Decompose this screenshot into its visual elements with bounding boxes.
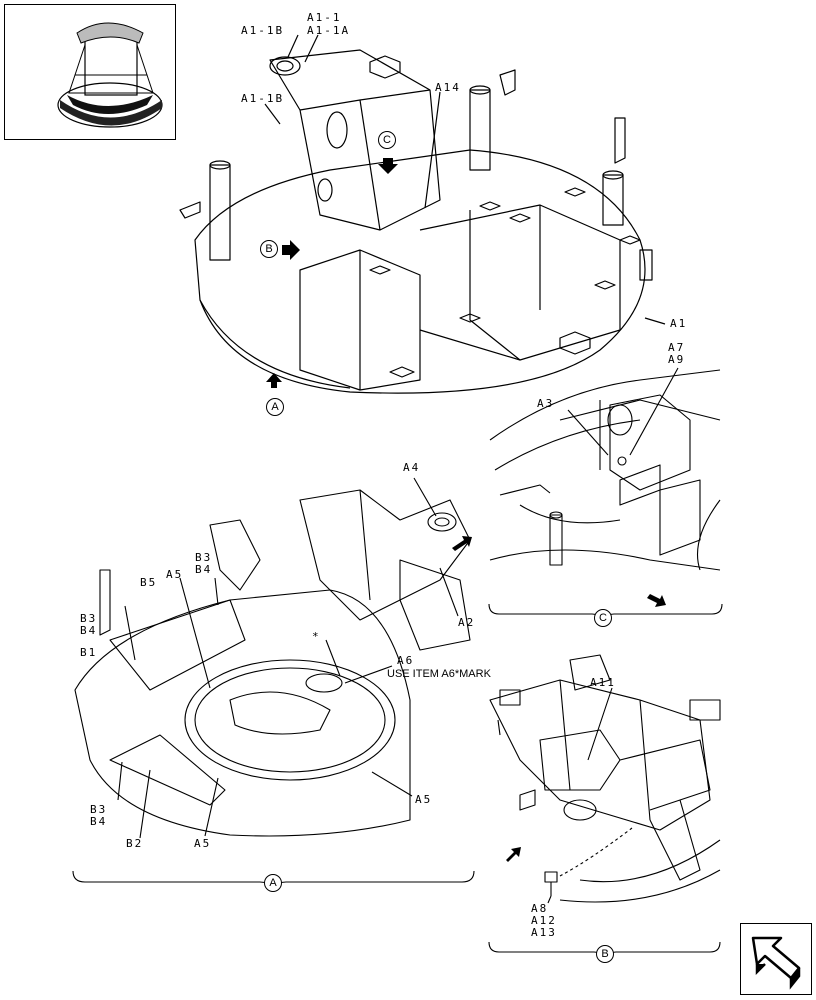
callout-b4-top: B4: [195, 563, 213, 576]
callout-a8: A8: [531, 902, 549, 915]
callout-b3-left: B3: [80, 612, 98, 625]
view-marker-c[interactable]: C: [378, 131, 396, 149]
callout-a5-bot: A5: [194, 837, 212, 850]
section-label-a: A: [264, 874, 282, 892]
callout-b4-left: B4: [80, 624, 98, 637]
callout-a1-1b-mid: A1-1B: [241, 92, 285, 105]
section-label-c: C: [594, 609, 612, 627]
callout-a5-top: A5: [166, 568, 184, 581]
callout-a6: A6: [397, 654, 415, 667]
callout-a1-1: A1-1: [307, 11, 342, 24]
callout-a2: A2: [458, 616, 476, 629]
callout-a7: A7: [668, 341, 686, 354]
callout-a1: A1: [670, 317, 688, 330]
callout-b4-bot: B4: [90, 815, 108, 828]
section-label-b: B: [596, 945, 614, 963]
machine-thumbnail[interactable]: [4, 4, 176, 140]
view-marker-b[interactable]: B: [260, 240, 278, 258]
callout-a13: A13: [531, 926, 557, 939]
callout-a5-right: A5: [415, 793, 433, 806]
machine-overview-icon: [57, 22, 163, 128]
callout-a11: A11: [590, 676, 616, 689]
callout-b2: B2: [126, 837, 144, 850]
callout-star: *: [312, 630, 321, 643]
navigation-button[interactable]: [740, 923, 812, 995]
callout-a3: A3: [537, 397, 555, 410]
callout-a1-1b-top: A1-1B: [241, 24, 285, 37]
usage-note: USE ITEM A6*MARK: [387, 668, 491, 680]
callout-b1: B1: [80, 646, 98, 659]
navigation-arrow-icon: [751, 936, 801, 990]
callout-b5: B5: [140, 576, 158, 589]
callout-a4: A4: [403, 461, 421, 474]
callout-a14: A14: [435, 81, 461, 94]
callout-a1-1a: A1-1A: [307, 24, 351, 37]
callout-b3-bot: B3: [90, 803, 108, 816]
view-marker-a[interactable]: A: [266, 398, 284, 416]
callout-a9: A9: [668, 353, 686, 366]
callout-a12: A12: [531, 914, 557, 927]
callout-b3-top: B3: [195, 551, 213, 564]
